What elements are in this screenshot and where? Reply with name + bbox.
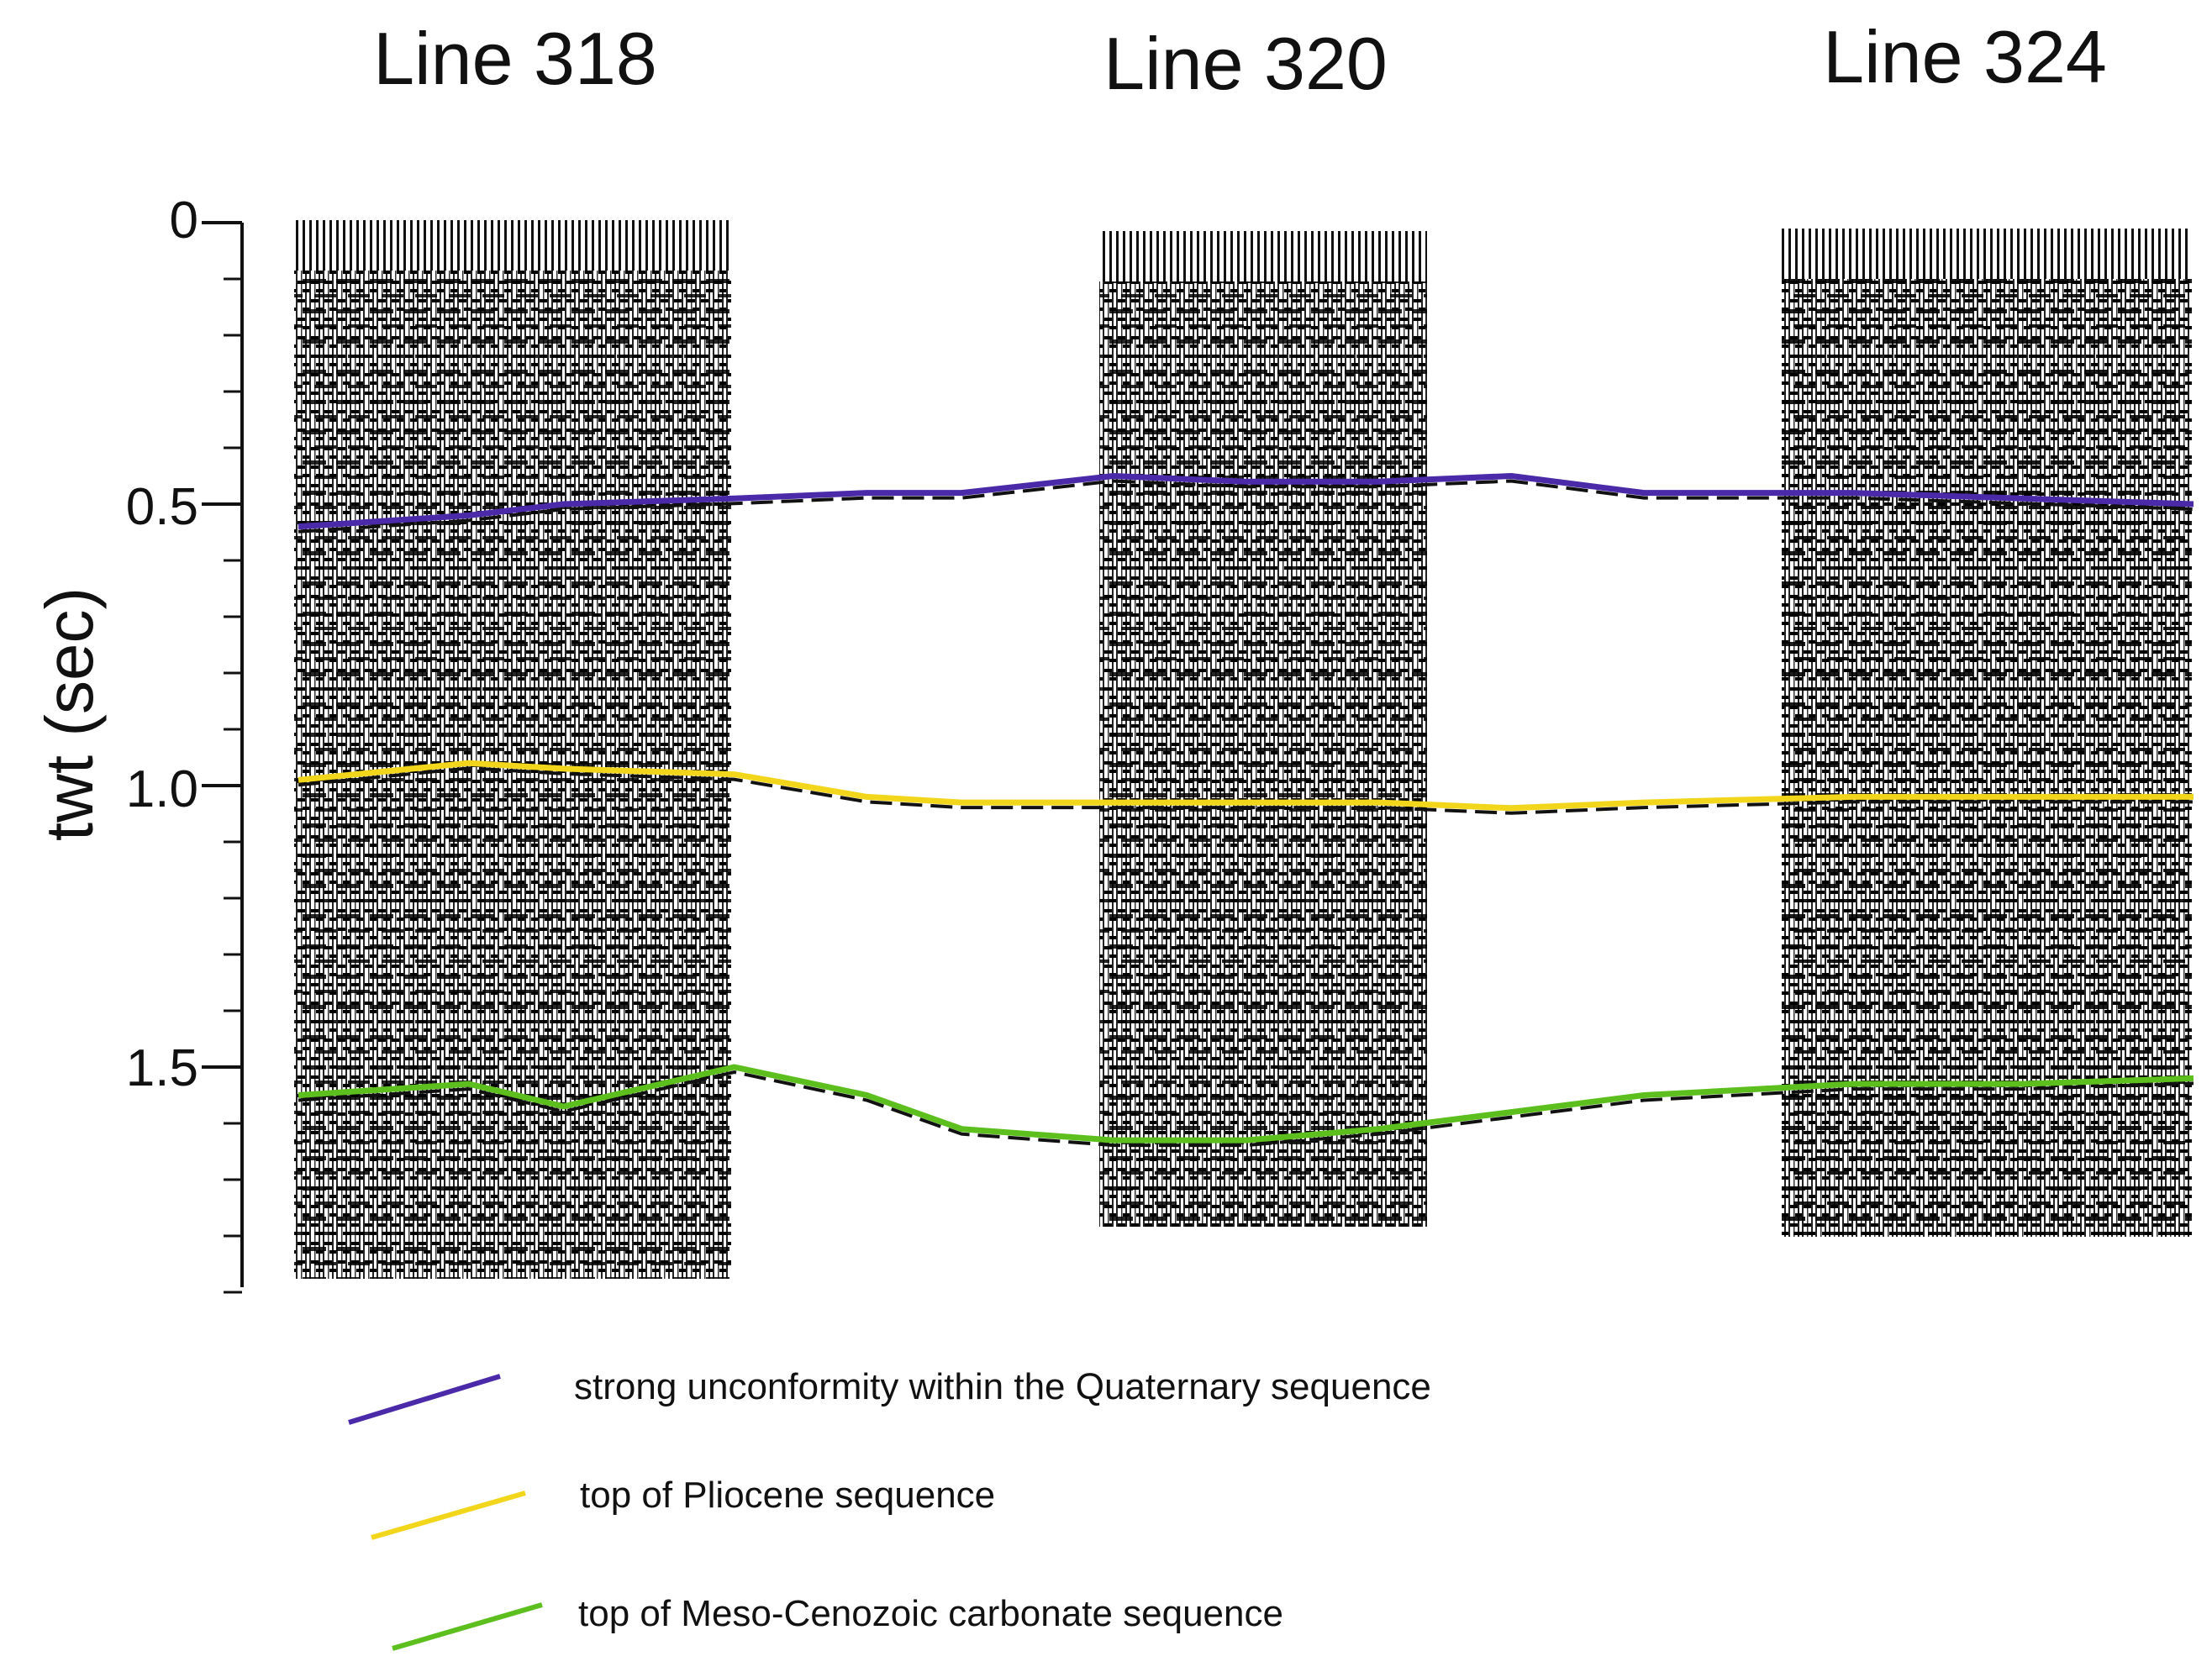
horizon-dashed-carbonate — [298, 1070, 2194, 1148]
legend-label-carbonate: top of Meso-Cenozoic carbonate sequence — [578, 1593, 1283, 1634]
legend-swatch-pliocene — [371, 1491, 526, 1540]
horizon-pliocene — [298, 760, 2194, 812]
legend-item-pliocene: top of Pliocene sequence — [371, 1475, 995, 1540]
horizon-dashed-quaternary — [298, 479, 2194, 534]
panel-title-line-324: Line 324 — [1823, 15, 2107, 98]
legend: strong unconformity within the Quaternar… — [348, 1366, 1431, 1651]
seismic-panel-line-320 — [1099, 231, 1427, 1227]
axis-label-twt: twt (sec) — [32, 587, 107, 841]
tick-label-1-0: 1.0 — [126, 760, 198, 818]
twt-axis: 0 0.5 1.0 1.5 twt (sec) — [32, 192, 244, 1294]
axis-ticks — [202, 221, 242, 1294]
legend-item-carbonate: top of Meso-Cenozoic carbonate sequence — [392, 1593, 1283, 1651]
legend-label-quaternary: strong unconformity within the Quaternar… — [574, 1366, 1431, 1407]
panel-title-line-318: Line 318 — [373, 17, 657, 100]
horizon-carbonate — [298, 1064, 2194, 1144]
horizon-layer — [298, 473, 2194, 1148]
horizon-dashed-pliocene — [298, 766, 2194, 815]
tick-label-1-5: 1.5 — [126, 1039, 198, 1097]
legend-item-quaternary: strong unconformity within the Quaternar… — [348, 1366, 1431, 1425]
seismic-panel-line-324 — [1782, 229, 2192, 1237]
tick-label-0: 0 — [170, 192, 198, 250]
legend-swatch-quaternary — [348, 1374, 501, 1425]
legend-swatch-carbonate — [392, 1602, 543, 1651]
horizon-quaternary — [298, 473, 2194, 530]
seismic-panel-line-318 — [294, 220, 731, 1279]
panel-title-line-320: Line 320 — [1103, 22, 1388, 105]
tick-label-0-5: 0.5 — [126, 478, 198, 536]
legend-label-pliocene: top of Pliocene sequence — [580, 1475, 995, 1516]
